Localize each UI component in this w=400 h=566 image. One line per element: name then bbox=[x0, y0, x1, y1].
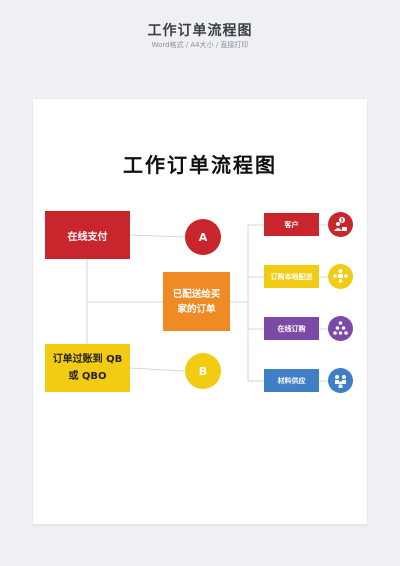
connector-pay-a bbox=[129, 234, 186, 238]
connector-lines bbox=[86, 224, 328, 382]
connector-circle-a: A bbox=[185, 219, 221, 255]
team-pyramid-icon bbox=[328, 316, 353, 341]
document-title: 工作订单流程图 bbox=[123, 153, 277, 177]
document-page: 工作订单流程图 在线支付 订单过账到 QB 或 QBO 已配送给买家的订单 A … bbox=[33, 99, 367, 524]
online-payment-box: 在线支付 bbox=[45, 211, 130, 259]
connector-circle-b: B bbox=[185, 353, 221, 389]
money-person-icon: $ bbox=[328, 212, 353, 237]
tag-material-supply: 材料供应 bbox=[264, 369, 319, 392]
tag-online-order: 在线订购 bbox=[264, 317, 319, 340]
connector-qb-b bbox=[129, 367, 186, 372]
delivery-people-icon bbox=[328, 264, 353, 289]
group-icon bbox=[328, 368, 353, 393]
post-to-qb-box: 订单过账到 QB 或 QBO bbox=[45, 344, 130, 392]
header-subtitle: Word格式 / A4大小 / 直接打印 bbox=[151, 41, 249, 49]
header-title: 工作订单流程图 bbox=[147, 23, 253, 39]
tag-customer: 客户 bbox=[264, 213, 319, 236]
tag-local-delivery: 订购本地配送 bbox=[264, 265, 319, 288]
svg-text:$: $ bbox=[341, 218, 344, 223]
page-header: 工作订单流程图 Word格式 / A4大小 / 直接打印 bbox=[0, 0, 400, 60]
shipped-order-box: 已配送给买家的订单 bbox=[163, 272, 230, 331]
